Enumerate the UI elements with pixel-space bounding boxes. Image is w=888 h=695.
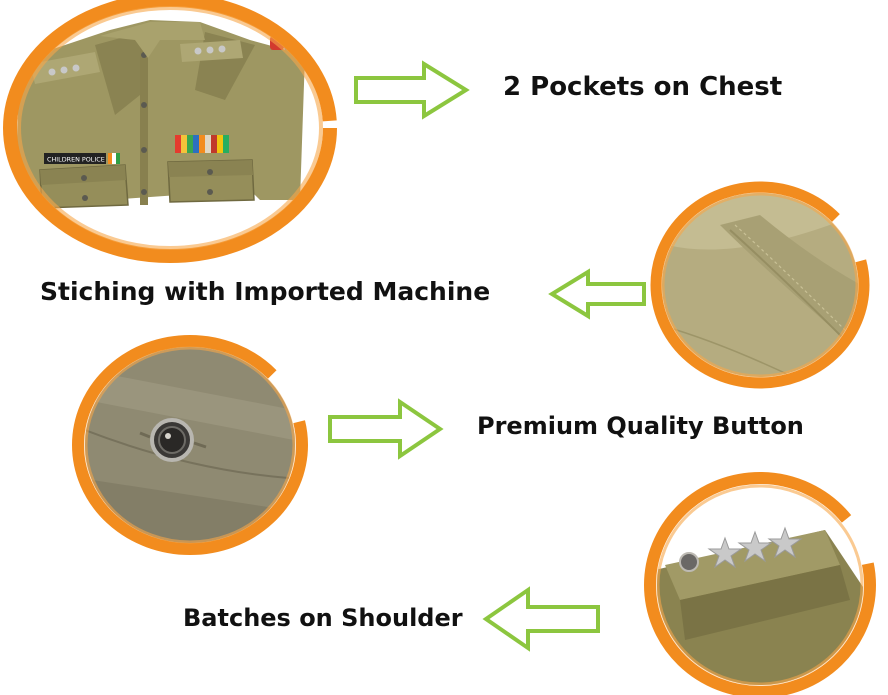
- ring-icon: [3, 0, 337, 263]
- ring-icon: [650, 181, 870, 389]
- shoulder-photo: [644, 472, 876, 695]
- feature-label-stitching: Stiching with Imported Machine: [40, 277, 491, 306]
- arrow-right-icon: [328, 398, 444, 460]
- ring-icon: [72, 335, 308, 555]
- feature-label-shoulder-badges: Batches on Shoulder: [183, 604, 463, 632]
- stitching-photo: [650, 181, 870, 389]
- arrow-left-icon: [482, 586, 600, 652]
- arrow-left-icon: [548, 268, 646, 320]
- arrow-right-icon: [354, 60, 470, 120]
- shirt-photo: CHILDREN POLICE: [3, 0, 337, 263]
- feature-label-chest-pockets: 2 Pockets on Chest: [503, 72, 783, 102]
- button-photo: [72, 335, 308, 555]
- feature-label-button: Premium Quality Button: [477, 412, 804, 440]
- name-badge-text: CHILDREN POLICE: [47, 156, 105, 164]
- ring-icon: [644, 472, 876, 695]
